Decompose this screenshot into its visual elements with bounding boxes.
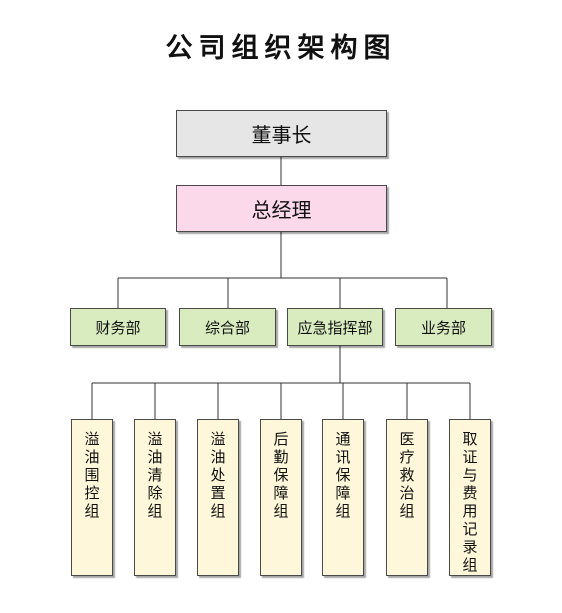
node-group-1-label: 溢油围控组 (84, 430, 100, 520)
node-dept-finance-label: 财务部 (95, 318, 141, 337)
node-group-6-label: 医疗救治组 (399, 430, 415, 520)
node-chairman-label: 董事长 (251, 123, 312, 147)
node-group-2-label: 溢油清除组 (147, 430, 163, 520)
node-group-7: 取证与费用记录组 (449, 419, 491, 576)
node-chairman: 董事长 (176, 110, 387, 157)
node-group-4: 后勤保障组 (260, 419, 302, 576)
node-dept-finance: 财务部 (70, 308, 166, 346)
node-group-5: 通讯保障组 (322, 419, 364, 576)
node-group-4-label: 后勤保障组 (273, 430, 289, 520)
node-dept-emergency-label: 应急指挥部 (297, 318, 373, 337)
node-dept-general-label: 综合部 (204, 318, 250, 337)
node-dept-business-label: 业务部 (420, 318, 466, 337)
node-group-7-label: 取证与费用记录组 (462, 430, 478, 574)
node-dept-general: 综合部 (179, 308, 276, 346)
node-group-3-label: 溢油处置组 (210, 430, 226, 520)
node-group-1: 溢油围控组 (71, 419, 113, 576)
node-group-6: 医疗救治组 (386, 419, 428, 576)
node-group-3: 溢油处置组 (197, 419, 239, 576)
node-general-manager: 总经理 (176, 185, 387, 232)
node-group-2: 溢油清除组 (134, 419, 176, 576)
node-group-5-label: 通讯保障组 (335, 430, 351, 520)
node-dept-emergency: 应急指挥部 (287, 308, 383, 346)
node-dept-business: 业务部 (395, 308, 492, 346)
node-general-manager-label: 总经理 (251, 198, 312, 222)
chart-title: 公司组织架构图 (165, 33, 397, 64)
